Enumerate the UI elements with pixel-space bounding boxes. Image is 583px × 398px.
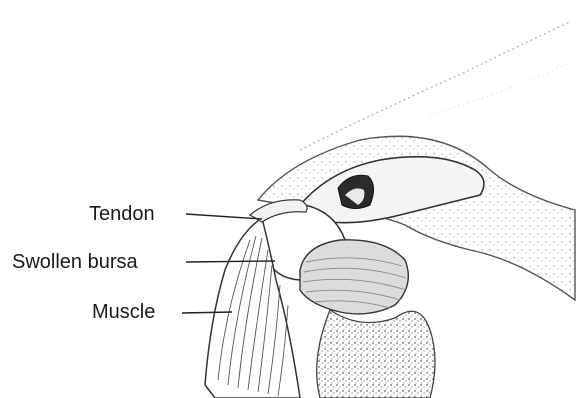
- label-swollen-bursa: Swollen bursa: [12, 252, 138, 272]
- back-outline: [430, 60, 575, 115]
- neck-outline: [300, 22, 570, 150]
- muscle-leader-line: [182, 312, 232, 313]
- label-tendon: Tendon: [89, 204, 155, 224]
- bursa-leader-line: [186, 261, 275, 262]
- deltoid-region: [317, 310, 435, 398]
- swollen-bursa: [300, 240, 408, 314]
- label-muscle: Muscle: [92, 302, 155, 322]
